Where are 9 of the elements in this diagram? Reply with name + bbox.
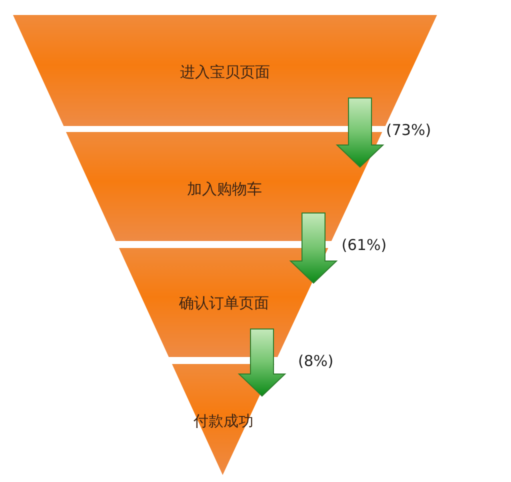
stage-label: 确认订单页面	[178, 294, 269, 312]
down-arrow	[336, 98, 384, 168]
down-arrow	[238, 328, 286, 397]
stage-label: 进入宝贝页面	[180, 63, 270, 81]
down-arrow	[289, 212, 338, 284]
edge-label: (73%)	[386, 121, 432, 139]
edge-label: (8%)	[298, 352, 334, 370]
stage-label: 加入购物车	[186, 180, 262, 198]
edge-label: (61%)	[342, 236, 387, 254]
